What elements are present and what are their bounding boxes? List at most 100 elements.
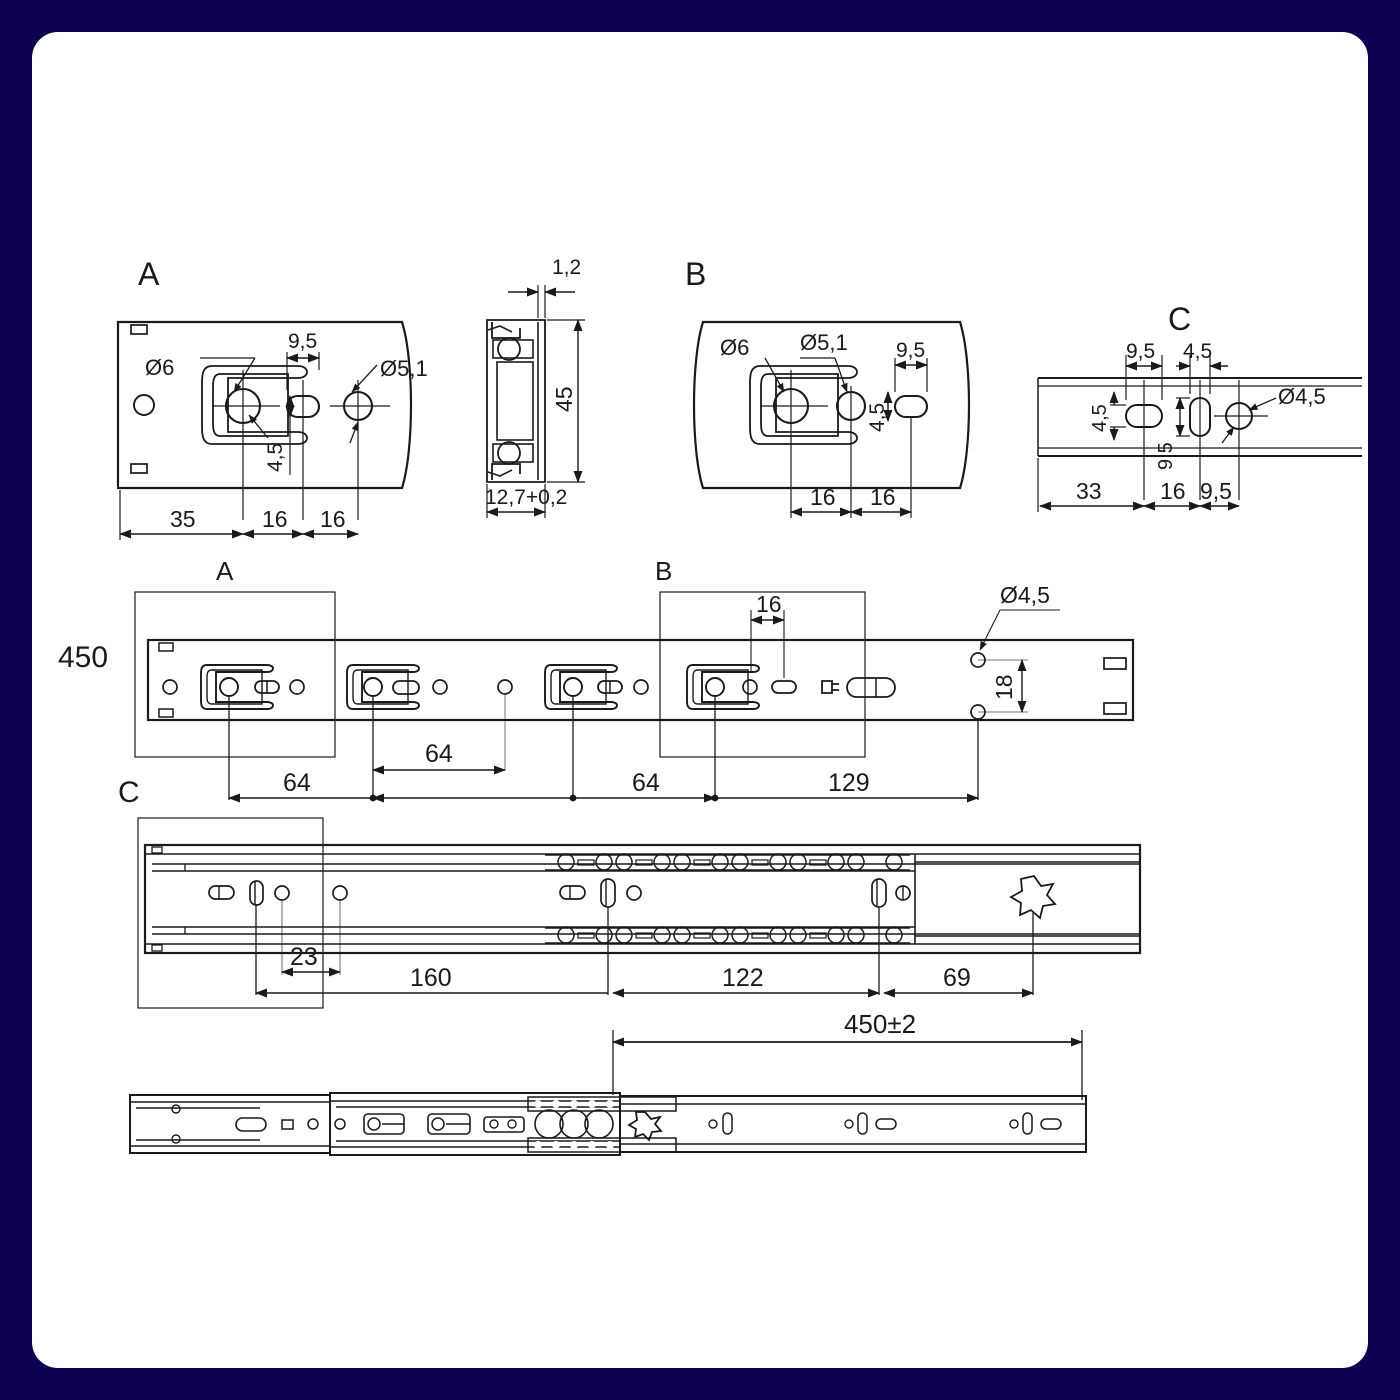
- rail-callout-d45: Ø4,5: [1000, 582, 1050, 608]
- notch-top-icon: [130, 324, 148, 335]
- slide-hole-1: [274, 885, 290, 901]
- slide-slot-3: [559, 885, 586, 900]
- detail-b-leader-d6: [764, 357, 785, 393]
- detail-b-callout-d6: Ø6: [720, 335, 749, 360]
- main-rail-body: [146, 638, 1135, 722]
- slide-hole-2: [332, 885, 348, 901]
- rail-latch-a2: [832, 683, 839, 691]
- main-rail-notch-tl: [158, 642, 174, 652]
- leader-d51-arrow: [351, 364, 378, 393]
- ext-inr-slot-3: [875, 1118, 897, 1130]
- ext-im-hole-3: [431, 1117, 445, 1131]
- rail-hole-g3-b: [633, 679, 649, 695]
- rail-bracket-1: [200, 664, 274, 710]
- main-rail-view: 450 A B: [58, 556, 1135, 803]
- detail-b-plate-outline: [692, 320, 971, 490]
- rail-bracket-3: [544, 664, 618, 710]
- slide-dim-122-label: 122: [722, 964, 764, 992]
- dim-450-label: 450±2: [844, 1009, 916, 1039]
- detail-box-b: [659, 591, 866, 758]
- ext-inr-slot-1: [722, 1112, 733, 1135]
- ext-om-hole-2: [171, 1134, 181, 1144]
- rail-dim-16-label: 16: [756, 591, 782, 617]
- ext-im-ball-1: [534, 1109, 564, 1139]
- ext-bearing-cage: [527, 1096, 677, 1153]
- notch-bottom-icon: [130, 463, 148, 474]
- slide-slot-2: [249, 880, 264, 906]
- bracket-slot-inner: [212, 373, 289, 437]
- rail-hole-g1-d6: [219, 677, 239, 697]
- detail-view-a: A Ø6 Ø5,1 9,5: [116, 256, 428, 540]
- detail-b-callout-d51: Ø5,1: [800, 330, 848, 355]
- dim-12-label: 1,2: [552, 256, 581, 279]
- drawing-frame: A Ø6 Ø5,1 9,5: [32, 32, 1368, 1368]
- leader-d6-arrow: [233, 357, 256, 393]
- detail-b-dim-95-label: 9,5: [896, 339, 925, 362]
- main-rail-length-label: 450: [58, 641, 108, 674]
- detail-box-c: [137, 817, 324, 1009]
- profile-race-bottom: [492, 443, 534, 463]
- rail-slot-g4: [771, 680, 797, 694]
- detail-c-dim-95t-label: 9,5: [1126, 340, 1155, 363]
- rail-hole-g2-d6: [363, 677, 383, 697]
- dim-127-label: 12,7+0,2: [485, 486, 567, 509]
- main-rail-notch-br: [1103, 702, 1127, 715]
- rail-hole-mid: [497, 679, 513, 695]
- ext-inr-hole-2: [844, 1119, 854, 1129]
- detail-box-a-label: A: [216, 556, 234, 586]
- detail-c-callout-d45: Ø4,5: [1278, 384, 1326, 409]
- profile-lip-top: [491, 322, 521, 339]
- detail-b-label: B: [685, 256, 706, 292]
- profile-inner-member: [496, 361, 534, 441]
- ball-bearing-bottom-icon: [497, 441, 521, 465]
- ext-im-hole-4: [489, 1119, 499, 1129]
- extended-slide-view: 450±2: [129, 1009, 1087, 1156]
- detail-box-c-label: C: [118, 776, 140, 809]
- ext-torx-star-icon: [627, 1111, 663, 1142]
- rail-latch-b: [846, 677, 896, 698]
- detail-c-dim-45l-label: 4,5: [1089, 404, 1111, 432]
- slide-slot-5: [871, 878, 887, 908]
- slide-rail-view: C: [118, 776, 1142, 1009]
- ext-inr-hole-3: [1009, 1119, 1019, 1129]
- detail-c-dim-45t-label: 4,5: [1183, 340, 1212, 363]
- detail-c-leader-1: [1248, 397, 1277, 411]
- detail-a-plate-outline: [116, 320, 413, 490]
- dim-95-label: 9,5: [288, 330, 317, 353]
- dim-45-label: 4,5: [264, 443, 287, 472]
- ext-outer-member: [129, 1094, 331, 1154]
- detail-b-leader-d51-arrow: [834, 357, 848, 393]
- rail-dim-129-label: 129: [828, 769, 870, 797]
- ext-im-ball-2: [559, 1109, 589, 1139]
- profile-race-top: [492, 339, 534, 359]
- rail-bracket-1-inner: [206, 669, 263, 705]
- detail-c-dim-33-label: 33: [1076, 478, 1102, 504]
- dim-45-label: 45: [551, 386, 577, 412]
- slide-dim-160-label: 160: [410, 964, 452, 992]
- profile-lip-bottom: [491, 463, 521, 480]
- profile-outer-body: [486, 319, 546, 483]
- dim-16a-label: 16: [262, 506, 288, 532]
- hole-plain: [133, 394, 155, 416]
- rail-bracket-4-inner: [692, 669, 749, 705]
- slide-outer-channel: [143, 843, 1142, 955]
- rail-dim-18-label: 18: [991, 674, 1017, 700]
- ball-bearing-chain-bottom: [545, 926, 910, 944]
- ball-bearing-chain-top: [545, 853, 910, 871]
- bbc-bot-balls: [557, 926, 903, 944]
- slide-dim-69-label: 69: [943, 964, 971, 992]
- slide-dim-23-label: 23: [290, 943, 318, 971]
- ext-om-slot: [235, 1117, 267, 1132]
- slide-slot-1: [208, 885, 235, 900]
- detail-b-slot: [893, 394, 929, 419]
- detail-b-bracket-inner: [760, 373, 839, 437]
- slide-slot-4: [600, 878, 616, 908]
- rail-hole-g1-a: [162, 679, 178, 695]
- bracket-slot-outer: [201, 365, 308, 445]
- main-rail-notch-bl: [158, 708, 174, 718]
- detail-b-dim-45-label: 4,5: [866, 403, 889, 432]
- ext-om-sq: [281, 1119, 294, 1130]
- leader-d6-arrow2: [248, 414, 269, 439]
- ball-bearing-top-icon: [497, 337, 521, 361]
- detail-c-dim-16-label: 16: [1160, 478, 1186, 504]
